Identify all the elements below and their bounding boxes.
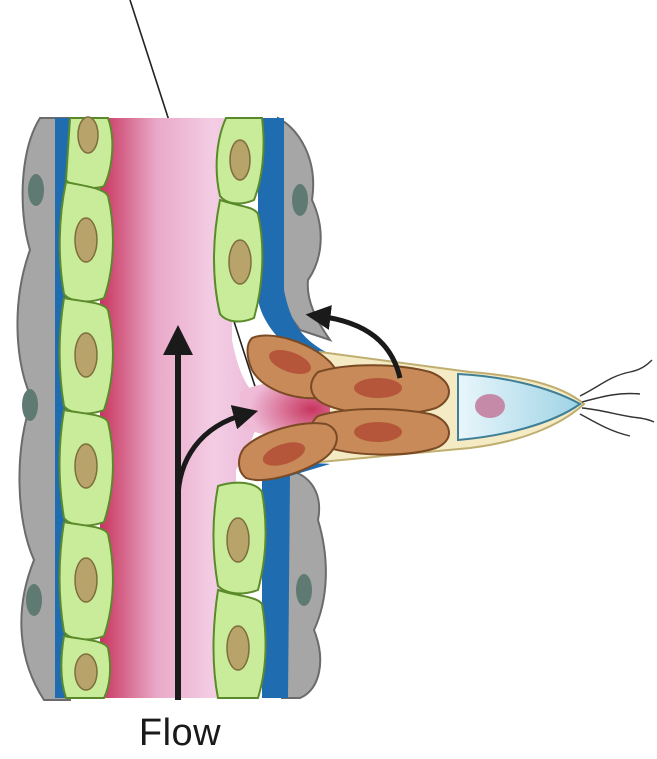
pericyte-nucleus [22, 389, 38, 421]
tip-cell-nucleus [475, 394, 505, 418]
pericyte-nucleus [26, 584, 42, 616]
left-endothelial-cells [60, 117, 113, 698]
pericyte-nucleus [292, 184, 308, 216]
flow-label: Flow [120, 712, 240, 755]
pericyte-nucleus [28, 174, 44, 206]
pericyte-nucleus [296, 574, 312, 606]
filopodia [580, 360, 654, 436]
